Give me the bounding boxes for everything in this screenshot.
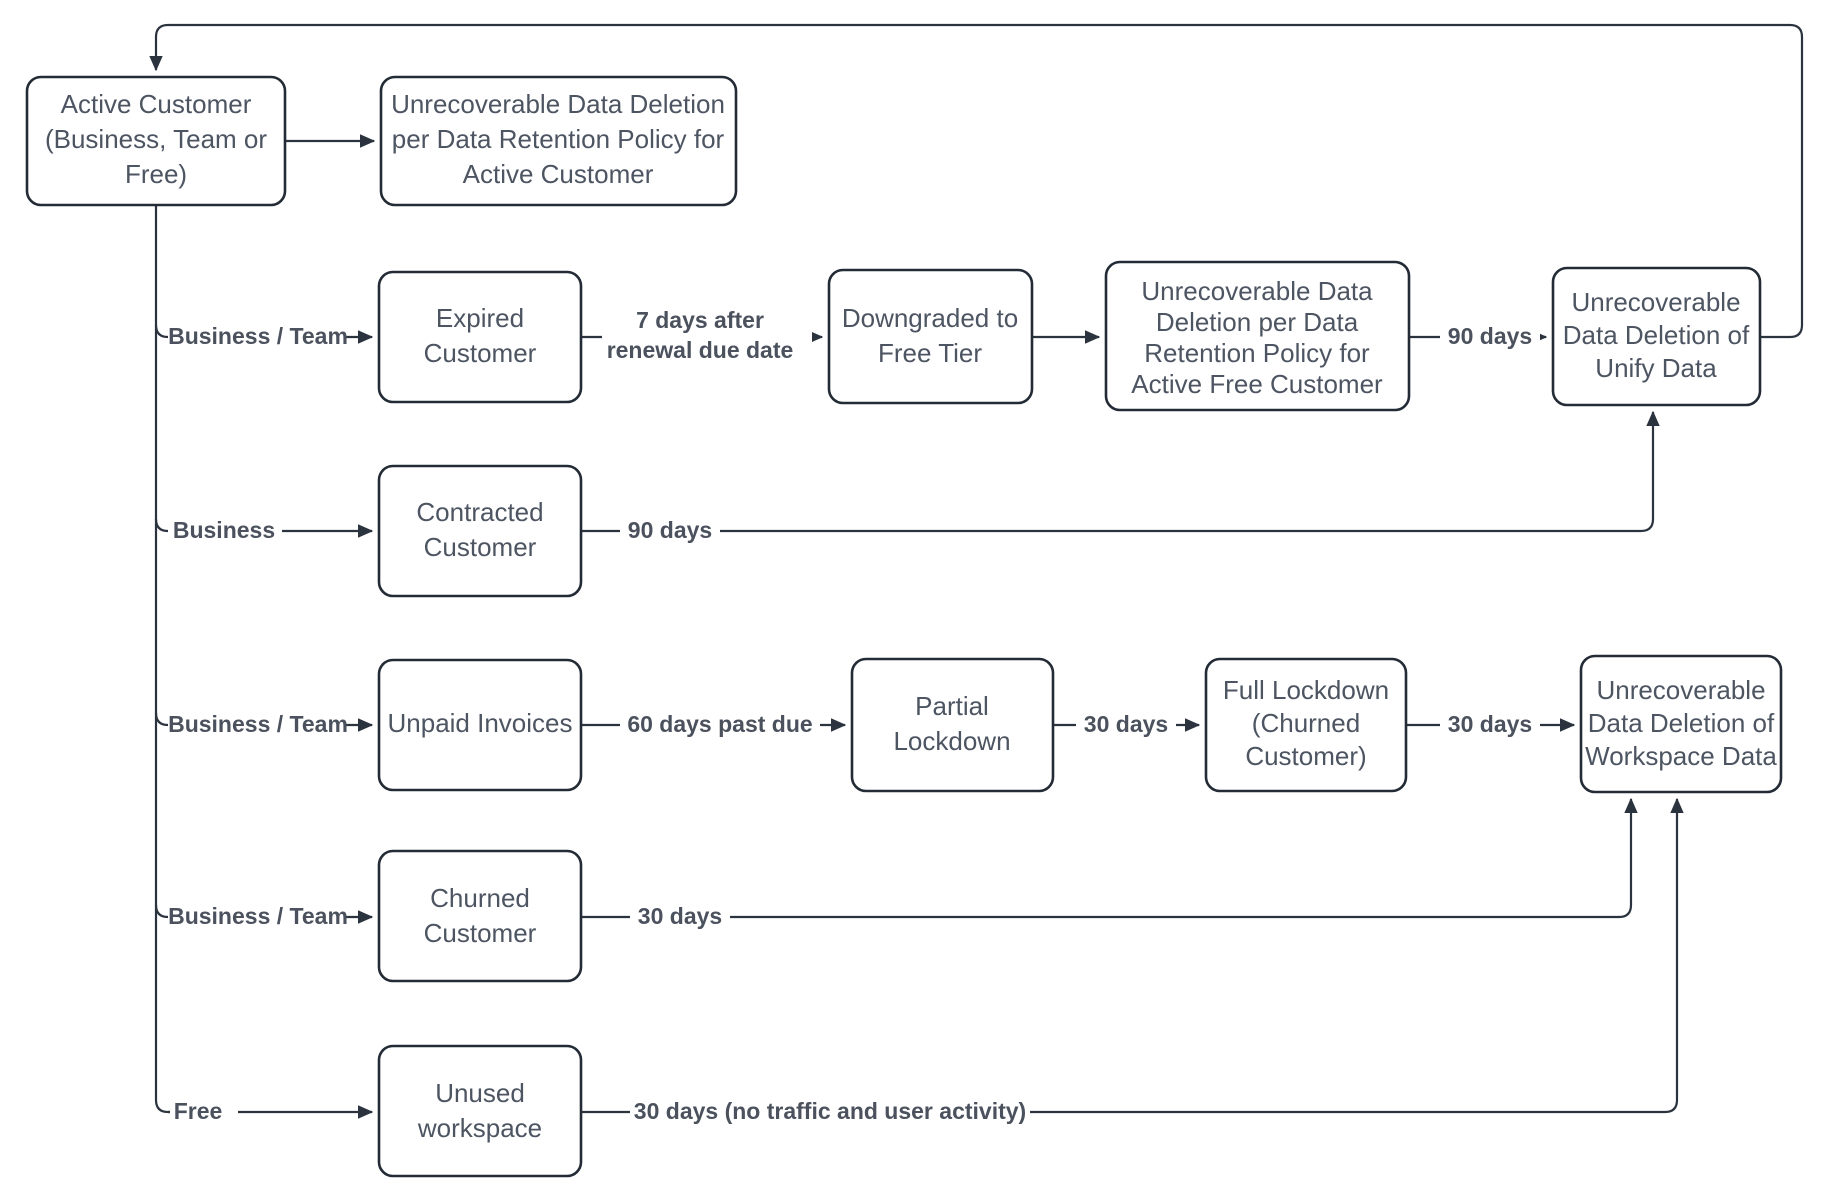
node-unrecoverable-unify[interactable]: Unrecoverable Data Deletion of Unify Dat… (1551, 266, 1762, 407)
node-expired-customer-shape[interactable] (377, 270, 583, 404)
edge-label-unused-to-workspace: 30 days (no traffic and user activity) (634, 1098, 1026, 1124)
edge-active-to-churned (154, 904, 374, 924)
edge-label-activefree-to-unify: 90 days (1448, 323, 1532, 349)
node-full-lockdown[interactable]: Full Lockdown (Churned Customer) (1204, 657, 1408, 793)
edge-label-active-to-unpaid: Business / Team (168, 711, 348, 737)
node-active-customer[interactable]: Active Customer (Business, Team or Free) (25, 75, 287, 207)
node-active-customer-shape[interactable] (25, 75, 287, 207)
node-unused-workspace[interactable]: Unused workspace (377, 1044, 583, 1178)
node-unused-workspace-shape[interactable] (377, 1044, 583, 1178)
node-unrecoverable-active-free-shape[interactable] (1104, 260, 1411, 412)
edge-label-contracted-to-unify: 90 days (628, 517, 712, 543)
edge-label-active-to-expired: Business / Team (168, 323, 348, 349)
node-unrecoverable-active-free[interactable]: Unrecoverable Data Deletion per Data Ret… (1104, 260, 1411, 412)
edge-contracted-to-unify (581, 410, 1660, 533)
node-churned-customer[interactable]: Churned Customer (377, 849, 583, 983)
node-unrecoverable-active[interactable]: Unrecoverable Data Deletion per Data Ret… (379, 75, 738, 207)
node-unpaid-invoices[interactable]: Unpaid Invoices (377, 658, 583, 792)
node-downgraded-free-tier-shape[interactable] (827, 268, 1034, 405)
edge-active-to-contracted (154, 518, 374, 538)
nodes-layer: Active Customer (Business, Team or Free)… (25, 75, 1783, 1178)
node-expired-customer[interactable]: Expired Customer (377, 270, 583, 404)
node-churned-customer-shape[interactable] (377, 849, 583, 983)
edge-label-unpaid-to-partial: 60 days past due (627, 711, 812, 737)
node-unrecoverable-workspace[interactable]: Unrecoverable Data Deletion of Workspace… (1579, 654, 1783, 794)
edge-churned-to-workspace (581, 797, 1638, 919)
node-unrecoverable-active-shape[interactable] (379, 75, 738, 207)
node-downgraded-free-tier[interactable]: Downgraded to Free Tier (827, 268, 1034, 405)
edge-label-expired-to-downgraded-line2: renewal due date (607, 337, 794, 363)
node-unrecoverable-unify-shape[interactable] (1551, 266, 1762, 407)
edge-label-churned-to-workspace: 30 days (638, 903, 722, 929)
edge-active-to-unpaid (154, 712, 374, 732)
edge-unused-to-workspace (581, 797, 1684, 1114)
node-unpaid-invoices-shape[interactable] (377, 658, 583, 792)
node-full-lockdown-shape[interactable] (1204, 657, 1408, 793)
edge-left-spine (154, 205, 182, 1114)
edge-label-active-to-unused: Free (174, 1098, 223, 1124)
node-contracted-customer-shape[interactable] (377, 464, 583, 598)
edge-label-partial-to-full: 30 days (1084, 711, 1168, 737)
edge-active-to-expired (154, 324, 374, 344)
edge-label-active-to-contracted: Business (173, 517, 275, 543)
edge-label-expired-to-downgraded-line1: 7 days after (636, 307, 764, 333)
edge-labels-layer: Business / Team 7 days after renewal due… (168, 300, 1540, 1129)
edge-label-active-to-churned: Business / Team (168, 903, 348, 929)
node-partial-lockdown[interactable]: Partial Lockdown (850, 657, 1055, 793)
node-contracted-customer[interactable]: Contracted Customer (377, 464, 583, 598)
edge-label-full-to-workspace: 30 days (1448, 711, 1532, 737)
edge-unify-to-active-loop (149, 23, 1804, 339)
node-unrecoverable-workspace-shape[interactable] (1579, 654, 1783, 794)
node-partial-lockdown-shape[interactable] (850, 657, 1055, 793)
